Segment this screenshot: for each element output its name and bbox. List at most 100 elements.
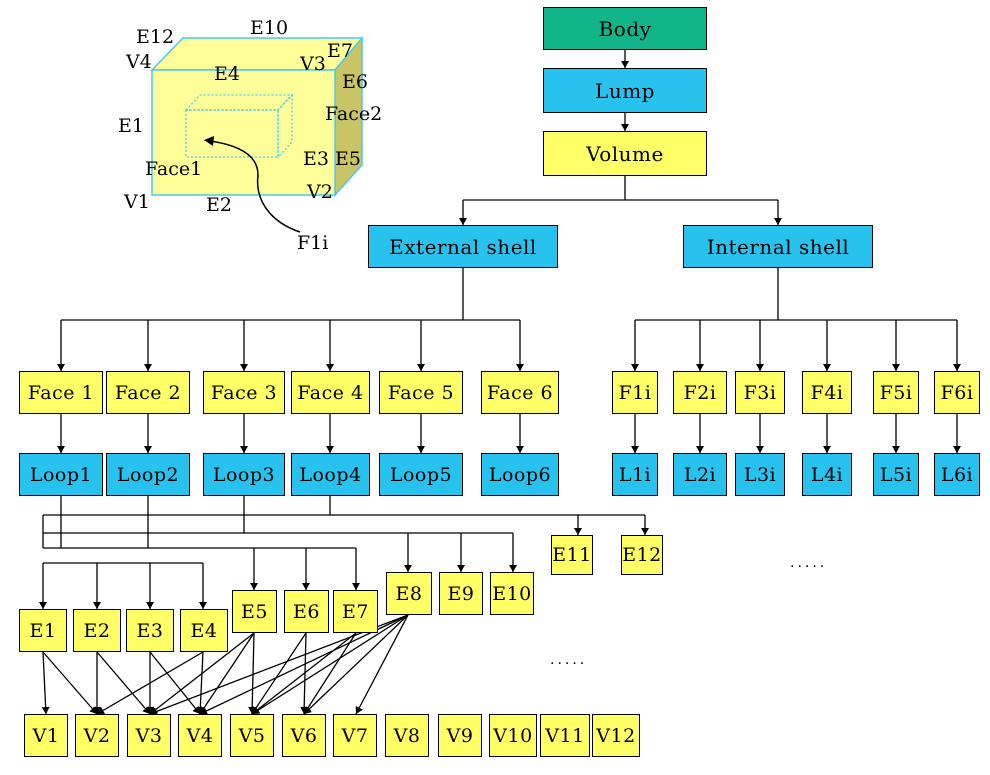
cube-label-e2: E2 — [206, 194, 232, 216]
node-e4: E4 — [180, 609, 228, 652]
arrowhead — [696, 364, 704, 371]
cube-label-v2: V2 — [307, 181, 333, 203]
node-lump: Lump — [543, 68, 707, 113]
cube-label-f1i: F1i — [297, 232, 329, 254]
node-loop-3: Loop3 — [203, 453, 285, 496]
cube-label-face2: Face2 — [325, 103, 383, 125]
node-face-4: Face 4 — [291, 371, 370, 414]
node-loop-4: Loop4 — [291, 453, 370, 496]
arrowhead — [774, 218, 782, 225]
arrowhead — [417, 446, 425, 453]
arrow-edge-vertex-4 — [96, 651, 151, 715]
node-l4i: L4i — [802, 453, 852, 496]
node-e2: E2 — [73, 609, 121, 652]
arrowhead — [200, 707, 209, 715]
arrowhead — [57, 446, 65, 453]
node-e10: E10 — [490, 572, 534, 615]
arrow-edge-vertex-9 — [149, 632, 255, 715]
cube-label-e6: E6 — [342, 71, 368, 93]
node-e7: E7 — [333, 590, 378, 633]
node-f2i: F2i — [673, 371, 727, 414]
arrowhead — [417, 364, 425, 371]
node-v9: V9 — [438, 714, 482, 757]
ellipsis-bottom: ..... — [550, 652, 588, 668]
node-face-3: Face 3 — [203, 371, 285, 414]
arrow-edge-vertex-10 — [199, 632, 255, 715]
arrowhead — [146, 707, 154, 714]
arrowhead — [240, 446, 248, 453]
node-internal-shell: Internal shell — [683, 225, 873, 268]
arrow-edge-vertex-2 — [42, 651, 98, 715]
arrowhead — [93, 707, 101, 714]
arrow-edge-vertex-12 — [251, 632, 307, 715]
arrow-edge-vertex-7 — [199, 651, 204, 715]
node-face-2: Face 2 — [106, 371, 190, 414]
node-f3i: F3i — [735, 371, 785, 414]
node-body: Body — [543, 7, 707, 50]
arrowhead — [199, 602, 207, 609]
node-f5i: F5i — [873, 371, 919, 414]
node-external-shell: External shell — [368, 225, 558, 268]
arrowhead — [150, 707, 158, 716]
arrowhead — [352, 583, 360, 590]
arrow-edge-vertex-15 — [303, 632, 357, 715]
node-e6: E6 — [284, 590, 329, 633]
node-face-6: Face 6 — [481, 371, 559, 414]
node-loop-5: Loop5 — [379, 453, 463, 496]
cube-label-face1: Face1 — [145, 158, 203, 180]
arrowhead — [823, 364, 831, 371]
arrowhead — [892, 446, 900, 453]
cube-label-v4: V4 — [126, 51, 152, 73]
arrowhead — [302, 583, 310, 590]
node-f4i: F4i — [802, 371, 852, 414]
arrowhead — [250, 583, 258, 590]
arrowhead — [144, 364, 152, 371]
node-v8: V8 — [385, 714, 429, 757]
arrowhead — [631, 446, 639, 453]
node-e5: E5 — [232, 590, 277, 633]
arrowhead — [953, 364, 961, 371]
arrowhead — [144, 446, 152, 453]
arrowhead — [516, 446, 524, 453]
node-v1: V1 — [24, 714, 68, 757]
arrowhead — [326, 446, 334, 453]
cube-label-e12: E12 — [136, 26, 175, 48]
arrowhead — [823, 446, 831, 453]
arrow-edge-vertex-18 — [251, 614, 409, 715]
arrow-edge-vertex-19 — [303, 614, 409, 715]
node-l5i: L5i — [873, 453, 919, 496]
arrowhead — [621, 124, 629, 131]
arrowhead — [892, 364, 900, 371]
arrowhead — [756, 364, 764, 371]
cube-label-e3: E3 — [303, 148, 329, 170]
node-e9: E9 — [439, 572, 483, 615]
node-l3i: L3i — [735, 453, 785, 496]
arrowhead — [509, 565, 517, 572]
inner-box-front — [185, 109, 279, 158]
node-loop-6: Loop6 — [481, 453, 559, 496]
arrowhead — [41, 706, 50, 714]
arrowhead — [574, 528, 582, 535]
arrowhead — [641, 528, 649, 535]
cube-label-e7: E7 — [327, 40, 353, 62]
inner-box-side — [277, 93, 293, 159]
node-e8: E8 — [386, 572, 432, 615]
cube-label-v3: V3 — [300, 53, 326, 75]
node-face-1: Face 1 — [19, 371, 103, 414]
node-v5: V5 — [230, 714, 274, 757]
node-v4: V4 — [178, 714, 222, 757]
cube-illustration — [150, 35, 364, 233]
arrowhead — [93, 602, 101, 609]
arrowhead — [57, 364, 65, 371]
arrowhead — [240, 364, 248, 371]
node-f1i: F1i — [612, 371, 658, 414]
arrowhead — [404, 565, 412, 572]
arrowhead — [97, 707, 106, 714]
arrowhead — [252, 706, 261, 714]
node-l1i: L1i — [612, 453, 658, 496]
f1i-pointer-arrow — [209, 140, 301, 233]
arrow-edge-vertex-8 — [96, 651, 204, 715]
cube-label-e10: E10 — [250, 17, 289, 39]
